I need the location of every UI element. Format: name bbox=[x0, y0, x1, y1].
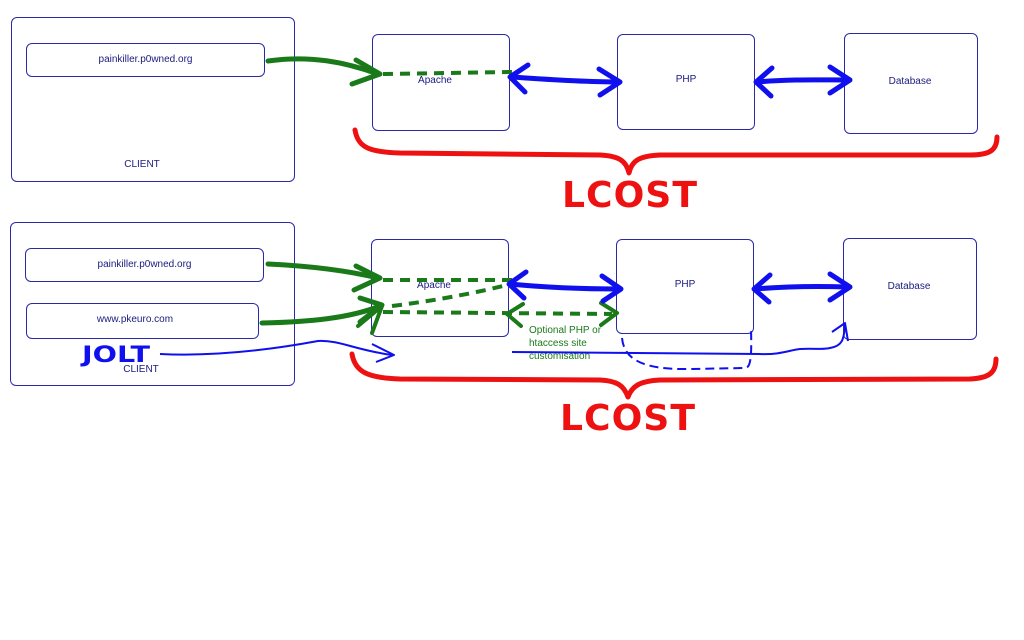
lcost-label-top: LCOST bbox=[562, 175, 698, 216]
green-dashed-pkeuro-apache bbox=[382, 310, 613, 316]
red-brace-top bbox=[352, 127, 1000, 176]
blue-arrowhead-right-database-top bbox=[827, 64, 853, 96]
jolt-line-to-apache bbox=[159, 339, 393, 356]
domain-box-painkiller-top bbox=[26, 43, 265, 77]
green-dashed-apache-top bbox=[382, 70, 513, 76]
apache-label-top: Apache bbox=[418, 75, 452, 86]
green-arrowhead-left-optional bbox=[505, 302, 525, 328]
apache-box-top bbox=[372, 34, 510, 131]
database-box-bottom bbox=[843, 238, 977, 340]
blue-arrowhead-left-apache-top bbox=[507, 62, 531, 95]
jolt-label: JOLT bbox=[79, 343, 150, 368]
green-arrowhead-right-optional bbox=[599, 301, 619, 327]
note-line-1: Optional PHP or bbox=[529, 325, 602, 336]
blue-arrowhead-left-apache-bottom bbox=[506, 269, 529, 301]
apache-label-bottom: Apache bbox=[417, 280, 451, 291]
database-label-bottom: Database bbox=[887, 281, 931, 292]
note-line-3: customisation bbox=[529, 351, 591, 362]
database-label-top: Database bbox=[888, 76, 932, 87]
note-line-2: htaccess site bbox=[529, 338, 587, 349]
php-label-top: PHP bbox=[675, 74, 697, 85]
blue-arrowhead-right-php-bottom bbox=[599, 273, 624, 304]
jolt-arrowhead-apache bbox=[371, 343, 395, 363]
green-arrow-client-to-apache-top bbox=[265, 56, 381, 77]
domain-label-pkeuro: www.pkeuro.com bbox=[96, 314, 174, 325]
green-arrowhead-painkiller-bottom bbox=[351, 263, 383, 293]
blue-arrowhead-right-database-bottom bbox=[827, 271, 853, 303]
red-brace-bottom bbox=[349, 351, 999, 400]
blue-arrow-php-database-top bbox=[754, 77, 851, 85]
domain-label-painkiller-bottom: painkiller.p0wned.org bbox=[97, 259, 192, 270]
apache-box-bottom bbox=[371, 239, 509, 337]
domain-label-painkiller-top: painkiller.p0wned.org bbox=[98, 54, 193, 65]
green-arrow-painkiller-to-apache-bottom bbox=[265, 261, 381, 281]
green-arrowhead-pkeuro-lower bbox=[356, 304, 384, 335]
green-arrow-pkeuro-to-apache bbox=[259, 303, 383, 326]
blue-arrowhead-left-php-top bbox=[753, 65, 775, 99]
blue-arrowhead-left-php-bottom bbox=[751, 272, 773, 305]
jolt-dashed-php-loop bbox=[621, 329, 753, 371]
client-label-bottom: CLIENT bbox=[123, 364, 159, 375]
php-box-bottom bbox=[616, 239, 754, 334]
optional-customisation-note: Optional PHP or htaccess site customisat… bbox=[529, 324, 601, 363]
jolt-arrowhead-database bbox=[831, 322, 849, 342]
domain-box-painkiller-bottom bbox=[25, 248, 264, 282]
lcost-label-bottom: LCOST bbox=[560, 398, 696, 439]
green-dashed-curve-apache bbox=[391, 281, 516, 308]
blue-arrow-apache-php-top bbox=[509, 74, 621, 85]
domain-box-pkeuro bbox=[26, 303, 259, 339]
client-label-top: CLIENT bbox=[124, 159, 160, 170]
blue-arrow-php-database-bottom bbox=[752, 283, 851, 292]
blue-arrow-apache-php-bottom bbox=[507, 281, 623, 292]
green-arrowhead-top bbox=[349, 57, 383, 87]
php-label-bottom: PHP bbox=[674, 279, 696, 290]
blue-arrowhead-right-php-top bbox=[596, 66, 623, 98]
jolt-line-to-database bbox=[511, 324, 846, 356]
